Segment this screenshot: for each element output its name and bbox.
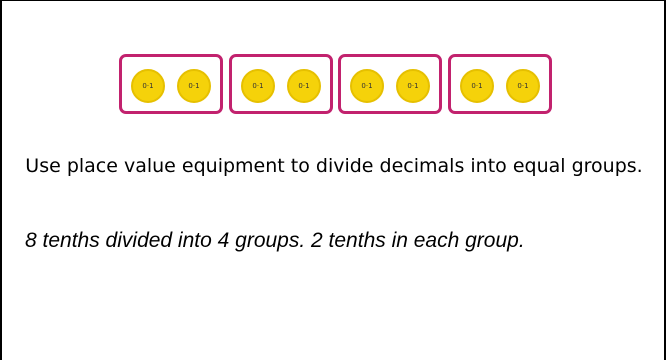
tenth-counter: 0·1	[396, 69, 430, 103]
group-3: 0·1 0·1	[338, 54, 442, 114]
place-value-groups: 0·1 0·1 0·1 0·1 0·1 0·1 0·1 0·1	[119, 54, 552, 114]
tenth-counter: 0·1	[506, 69, 540, 103]
group-1: 0·1 0·1	[119, 54, 223, 114]
example-text: 8 tenths divided into 4 groups. 2 tenths…	[25, 229, 525, 252]
group-4: 0·1 0·1	[448, 54, 552, 114]
group-2: 0·1 0·1	[229, 54, 333, 114]
instruction-text: Use place value equipment to divide deci…	[25, 155, 643, 177]
tenth-counter: 0·1	[241, 69, 275, 103]
tenth-counter: 0·1	[177, 69, 211, 103]
tenth-counter: 0·1	[350, 69, 384, 103]
tenth-counter: 0·1	[287, 69, 321, 103]
tenth-counter: 0·1	[131, 69, 165, 103]
tenth-counter: 0·1	[460, 69, 494, 103]
